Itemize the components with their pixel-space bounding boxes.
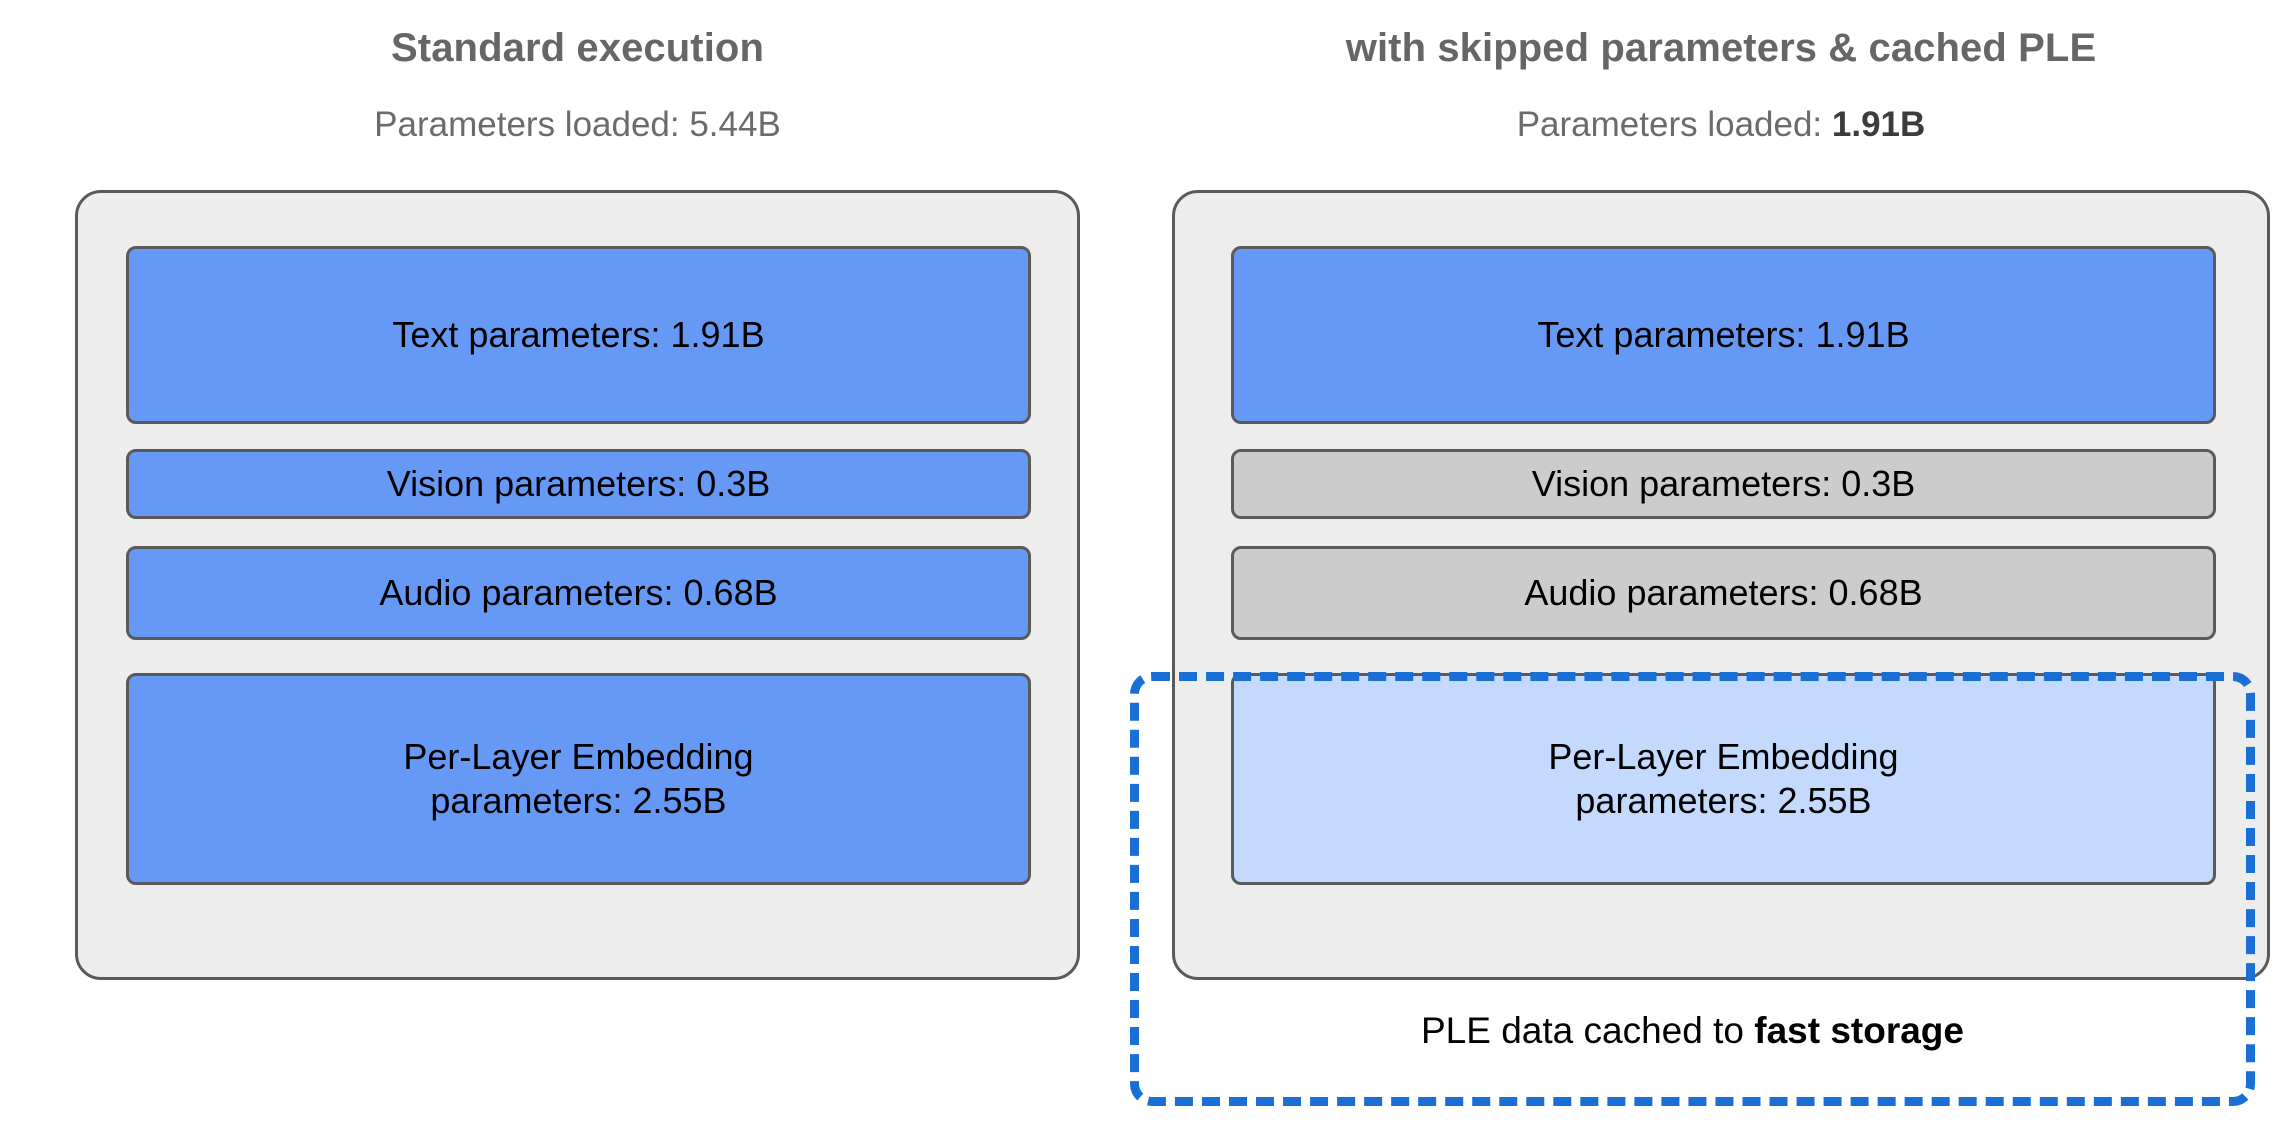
right-column-subtitle: Parameters loaded: 1.91B	[1172, 105, 2270, 145]
left-bar-audio-parameters: Audio parameters: 0.68B	[126, 546, 1031, 640]
left-column-subtitle: Parameters loaded: 5.44B	[75, 105, 1080, 145]
right-subtitle-value: 1.91B	[1831, 105, 1926, 144]
left-subtitle-prefix: Parameters loaded:	[374, 105, 690, 144]
right-bar-text-parameters: Text parameters: 1.91B	[1231, 246, 2216, 424]
right-bar-audio-parameters: Audio parameters: 0.68B	[1231, 546, 2216, 640]
caption-emphasis: fast storage	[1754, 1010, 1964, 1051]
left-bar-vision-parameters: Vision parameters: 0.3B	[126, 449, 1031, 519]
cached-ple-caption: PLE data cached to fast storage	[1130, 1010, 2255, 1052]
right-memory-card: Text parameters: 1.91B Vision parameters…	[1172, 190, 2270, 980]
left-bar-ple-parameters: Per-Layer Embedding parameters: 2.55B	[126, 673, 1031, 885]
caption-prefix: PLE data cached to	[1421, 1010, 1755, 1051]
left-bar-text-parameters: Text parameters: 1.91B	[126, 246, 1031, 424]
left-memory-card: Text parameters: 1.91B Vision parameters…	[75, 190, 1080, 980]
left-column-title: Standard execution	[391, 26, 764, 70]
left-subtitle-value: 5.44B	[689, 105, 781, 144]
right-bar-vision-parameters: Vision parameters: 0.3B	[1231, 449, 2216, 519]
right-column-title: with skipped parameters & cached PLE	[1345, 26, 2097, 70]
right-subtitle-prefix: Parameters loaded:	[1516, 105, 1832, 144]
right-bar-ple-parameters: Per-Layer Embedding parameters: 2.55B	[1231, 673, 2216, 885]
